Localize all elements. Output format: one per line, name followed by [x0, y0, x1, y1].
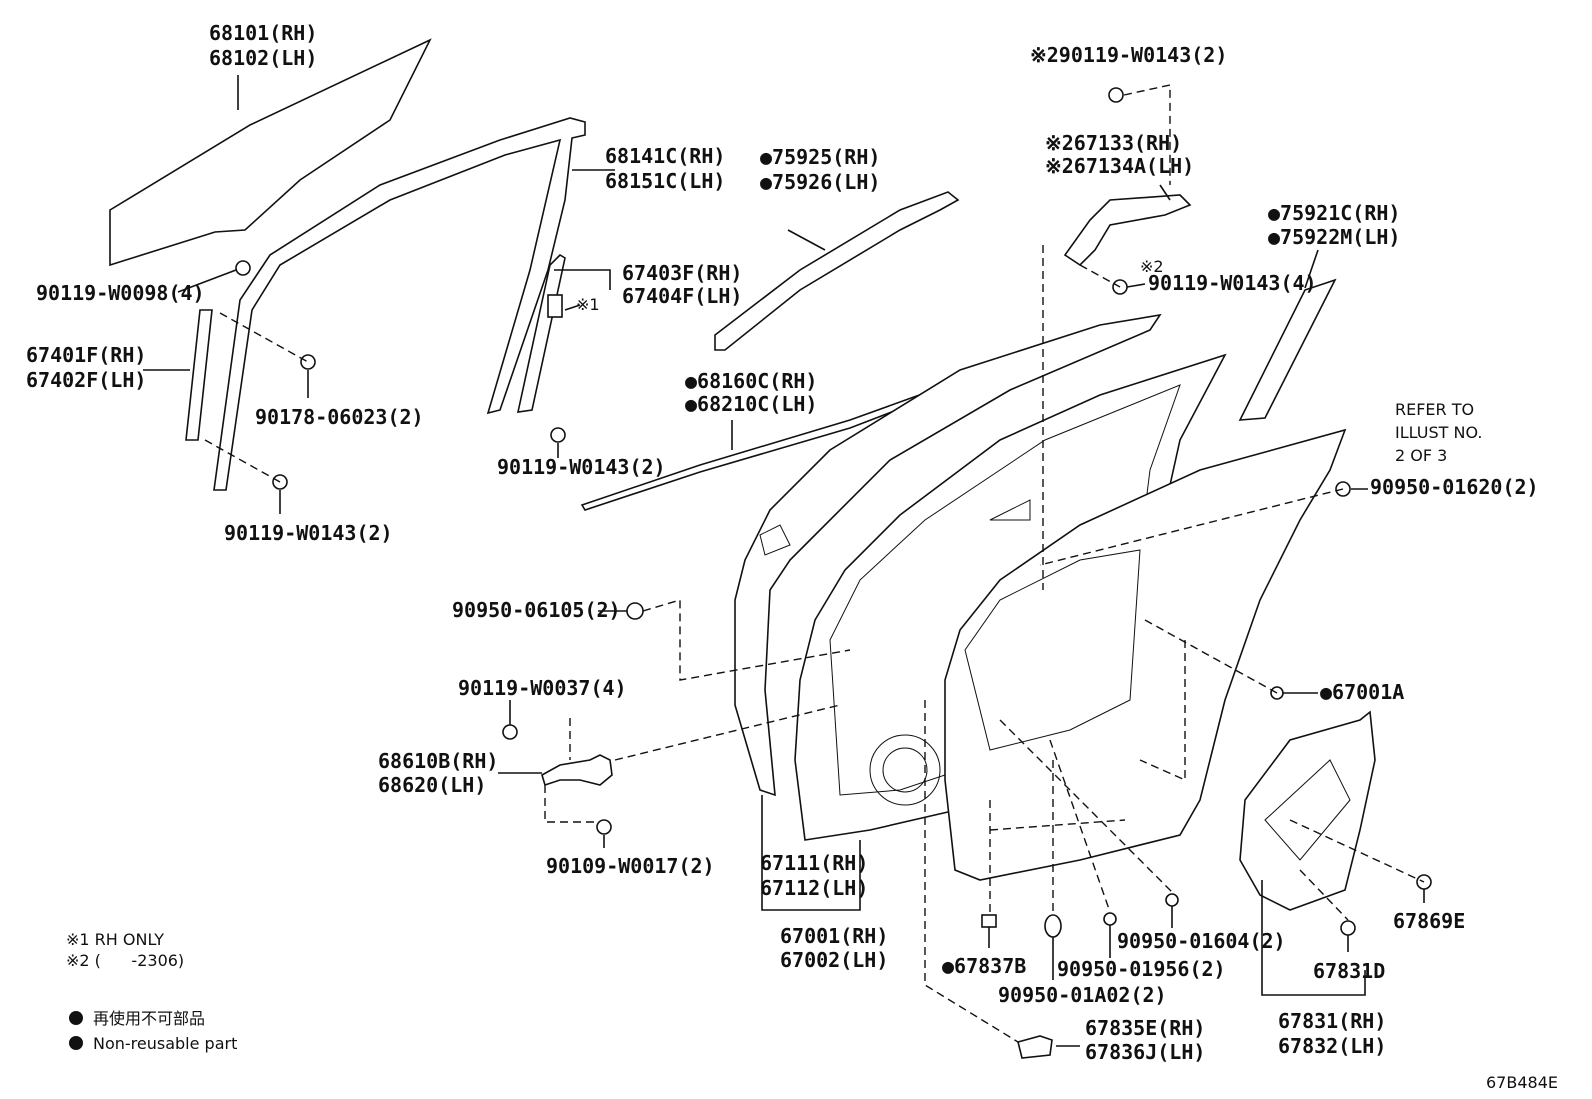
legend-en: Non-reusable part: [93, 1034, 237, 1053]
legend-jp: 再使用不可部品: [93, 1009, 205, 1028]
label-mold-926: ●75926(LH): [760, 170, 880, 194]
label-ch-404: 67404F(LH): [622, 284, 742, 308]
label-mold-925: ●75925(RH): [760, 145, 880, 169]
label-note1-tag: ※1: [576, 295, 600, 314]
label-ch-403: 67403F(RH): [622, 261, 742, 285]
plug-1956: [1103, 912, 1117, 926]
bolt-17: [596, 819, 612, 835]
label-glass-lh: 68102(LH): [209, 46, 317, 70]
label-cap-836: 67836J(LH): [1085, 1040, 1205, 1064]
label-clip-837: ●67837B: [942, 954, 1026, 978]
label-ch-402: 67402F(LH): [26, 368, 146, 392]
label-chk-620: 68620(LH): [378, 773, 486, 797]
label-cov-831: 67831(RH): [1278, 1009, 1386, 1033]
door-outer-panel: [734, 313, 1162, 797]
label-tape-922: ●75922M(LH): [1268, 225, 1400, 249]
pillar-tape: [1238, 278, 1337, 421]
cap-835: [1017, 1035, 1053, 1059]
label-run-lh: 68151C(LH): [605, 169, 725, 193]
label-refer-2: ILLUST NO.: [1395, 423, 1482, 442]
note-2306: ※2 ( -2306): [66, 951, 184, 970]
service-cover: [1239, 710, 1376, 911]
bolt-37: [502, 724, 518, 740]
plug-105: [626, 602, 644, 620]
label-mold-210: ●68210C(LH): [685, 392, 817, 416]
label-top-bolt: ※290119-W0143(2): [1030, 43, 1227, 67]
plug-1604: [1165, 893, 1179, 907]
bolt-top: [1108, 87, 1124, 103]
label-glass-rh: 68101(RH): [209, 21, 317, 45]
frame-bracket: [1063, 194, 1192, 267]
label-door-001: 67001(RH): [780, 924, 888, 948]
label-cov-831d: 67831D: [1313, 959, 1385, 983]
bolt-143-b: [550, 427, 566, 443]
label-hole-001a: ●67001A: [1320, 680, 1404, 704]
label-plug-1956: 90950-01956(2): [1057, 957, 1226, 981]
label-mold-160: ●68160C(RH): [685, 369, 817, 393]
label-bolt-17: 90109-W0017(2): [546, 854, 715, 878]
glass-run: [213, 117, 586, 491]
label-ch-401: 67401F(RH): [26, 343, 146, 367]
label-door-002: 67002(LH): [780, 948, 888, 972]
label-bolt-143-b: 90119-W0143(2): [497, 455, 666, 479]
label-plug-1a02: 90950-01A02(2): [998, 983, 1167, 1007]
label-tape-921: ●75921C(RH): [1268, 201, 1400, 225]
label-bolt-143-a: 90119-W0143(2): [224, 521, 393, 545]
label-refer-3: 2 OF 3: [1395, 446, 1447, 465]
label-cap-835: 67835E(RH): [1085, 1016, 1205, 1040]
division-channel: [516, 253, 566, 413]
plug-1a02: [1044, 914, 1062, 938]
label-cov-869: 67869E: [1393, 909, 1465, 933]
inner-panel: [944, 428, 1347, 881]
legend-dot-jp: [69, 1011, 83, 1025]
label-refer-1: REFER TO: [1395, 400, 1474, 419]
door-glass: [109, 38, 432, 267]
label-panel-112: 67112(LH): [760, 876, 868, 900]
door-check: [541, 754, 613, 787]
label-cov-832: 67832(LH): [1278, 1034, 1386, 1058]
label-panel-111: 67111(RH): [760, 851, 868, 875]
label-bolt-37: 90119-W0037(4): [458, 676, 627, 700]
label-plug-1604: 90950-01604(2): [1117, 929, 1286, 953]
label-bolt-98: 90119-W0098(4): [36, 281, 205, 305]
clip-831d: [1340, 920, 1356, 936]
frame-molding: [714, 191, 960, 351]
diagram-code: 67B484E: [1486, 1073, 1558, 1092]
label-plug-105: 90950-06105(2): [452, 598, 621, 622]
label-nut-178: 90178-06023(2): [255, 405, 424, 429]
clip-837: [981, 914, 997, 928]
note-rh-only: ※1 RH ONLY: [66, 930, 164, 949]
nut-178: [300, 354, 316, 370]
rear-channel: [185, 309, 213, 441]
label-clip-1620: 90950-01620(2): [1370, 475, 1539, 499]
label-bolt-143-4: 90119-W0143(4): [1148, 271, 1317, 295]
label-chk-610: 68610B(RH): [378, 749, 498, 773]
label-note2-tag: ※2: [1140, 257, 1164, 276]
label-br-134: ※267134A(LH): [1045, 154, 1194, 178]
label-run-rh: 68141C(RH): [605, 144, 725, 168]
bolt-98: [235, 260, 251, 276]
label-br-133: ※267133(RH): [1045, 131, 1182, 155]
legend-dot-en: [69, 1036, 83, 1050]
